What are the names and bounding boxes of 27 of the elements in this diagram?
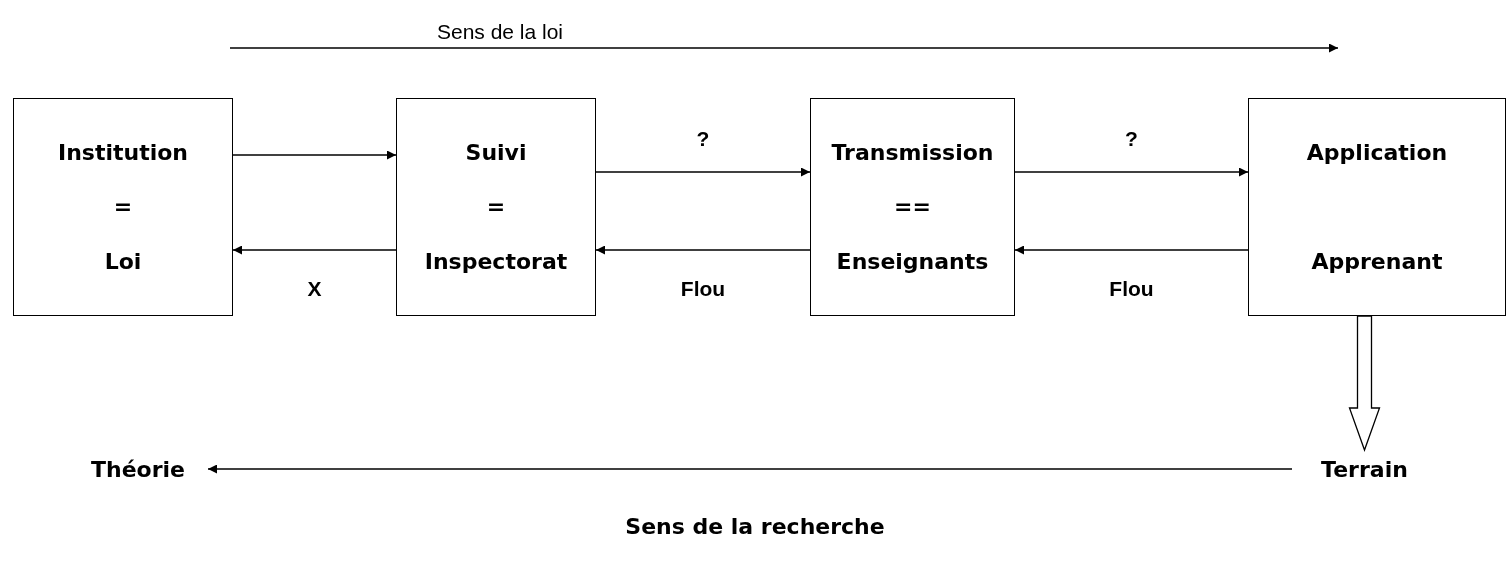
box-text: = <box>486 193 506 221</box>
process-box <box>810 98 1015 316</box>
arrow <box>595 167 811 177</box>
arrow <box>232 150 397 160</box>
arrow <box>232 245 397 255</box>
arrow <box>1014 245 1249 255</box>
box-text: Loi <box>104 247 142 275</box>
arrow <box>595 245 811 255</box>
box-text: = <box>113 193 133 221</box>
text-label: Théorie <box>68 450 208 488</box>
process-box <box>13 98 233 316</box>
direction-label: Sens de la recherche <box>624 513 886 541</box>
arrow <box>207 464 1293 474</box>
process-box <box>1248 98 1506 316</box>
box-text: Institution <box>58 139 188 167</box>
box-text: Application <box>1306 139 1448 167</box>
arrow <box>1014 167 1249 177</box>
text-label: Terrain <box>1292 450 1437 488</box>
box-text: Apprenant <box>1311 247 1443 275</box>
box-text: Suivi <box>465 139 527 167</box>
direction-label: Sens de la loi <box>435 19 565 45</box>
process-box <box>396 98 596 316</box>
box-text: == <box>894 193 931 221</box>
box-text: Transmission <box>831 139 994 167</box>
box-text: Inspectorat <box>424 247 568 275</box>
box-text: Enseignants <box>836 247 989 275</box>
hollow-arrow <box>1348 315 1381 452</box>
